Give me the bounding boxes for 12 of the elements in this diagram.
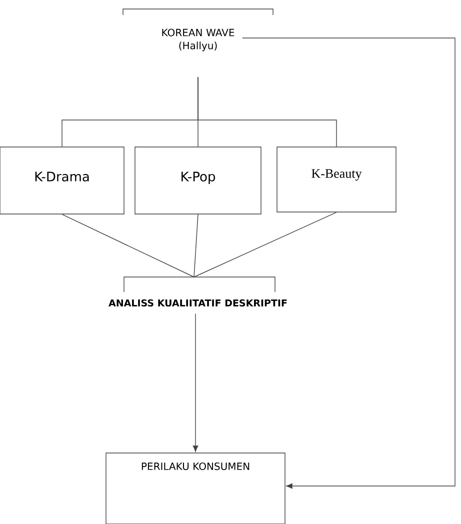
connector-line bbox=[194, 214, 198, 278]
connector-line bbox=[198, 76, 337, 147]
process-box: K-Pop bbox=[134, 146, 262, 214]
result-box: PERILAKU KONSUMEN bbox=[106, 452, 286, 524]
connector-line bbox=[62, 214, 194, 278]
connector-line bbox=[194, 212, 337, 278]
process-box: K-Beauty bbox=[276, 146, 396, 212]
title-text: KOREAN WAVE (Hallyu) bbox=[162, 28, 234, 52]
arrow bbox=[192, 313, 198, 452]
analysis-text: ANALISS KUALIITATIF DESKRIPTIF bbox=[108, 299, 287, 307]
arrow bbox=[242, 38, 456, 489]
process-box: K-Drama bbox=[0, 146, 124, 214]
